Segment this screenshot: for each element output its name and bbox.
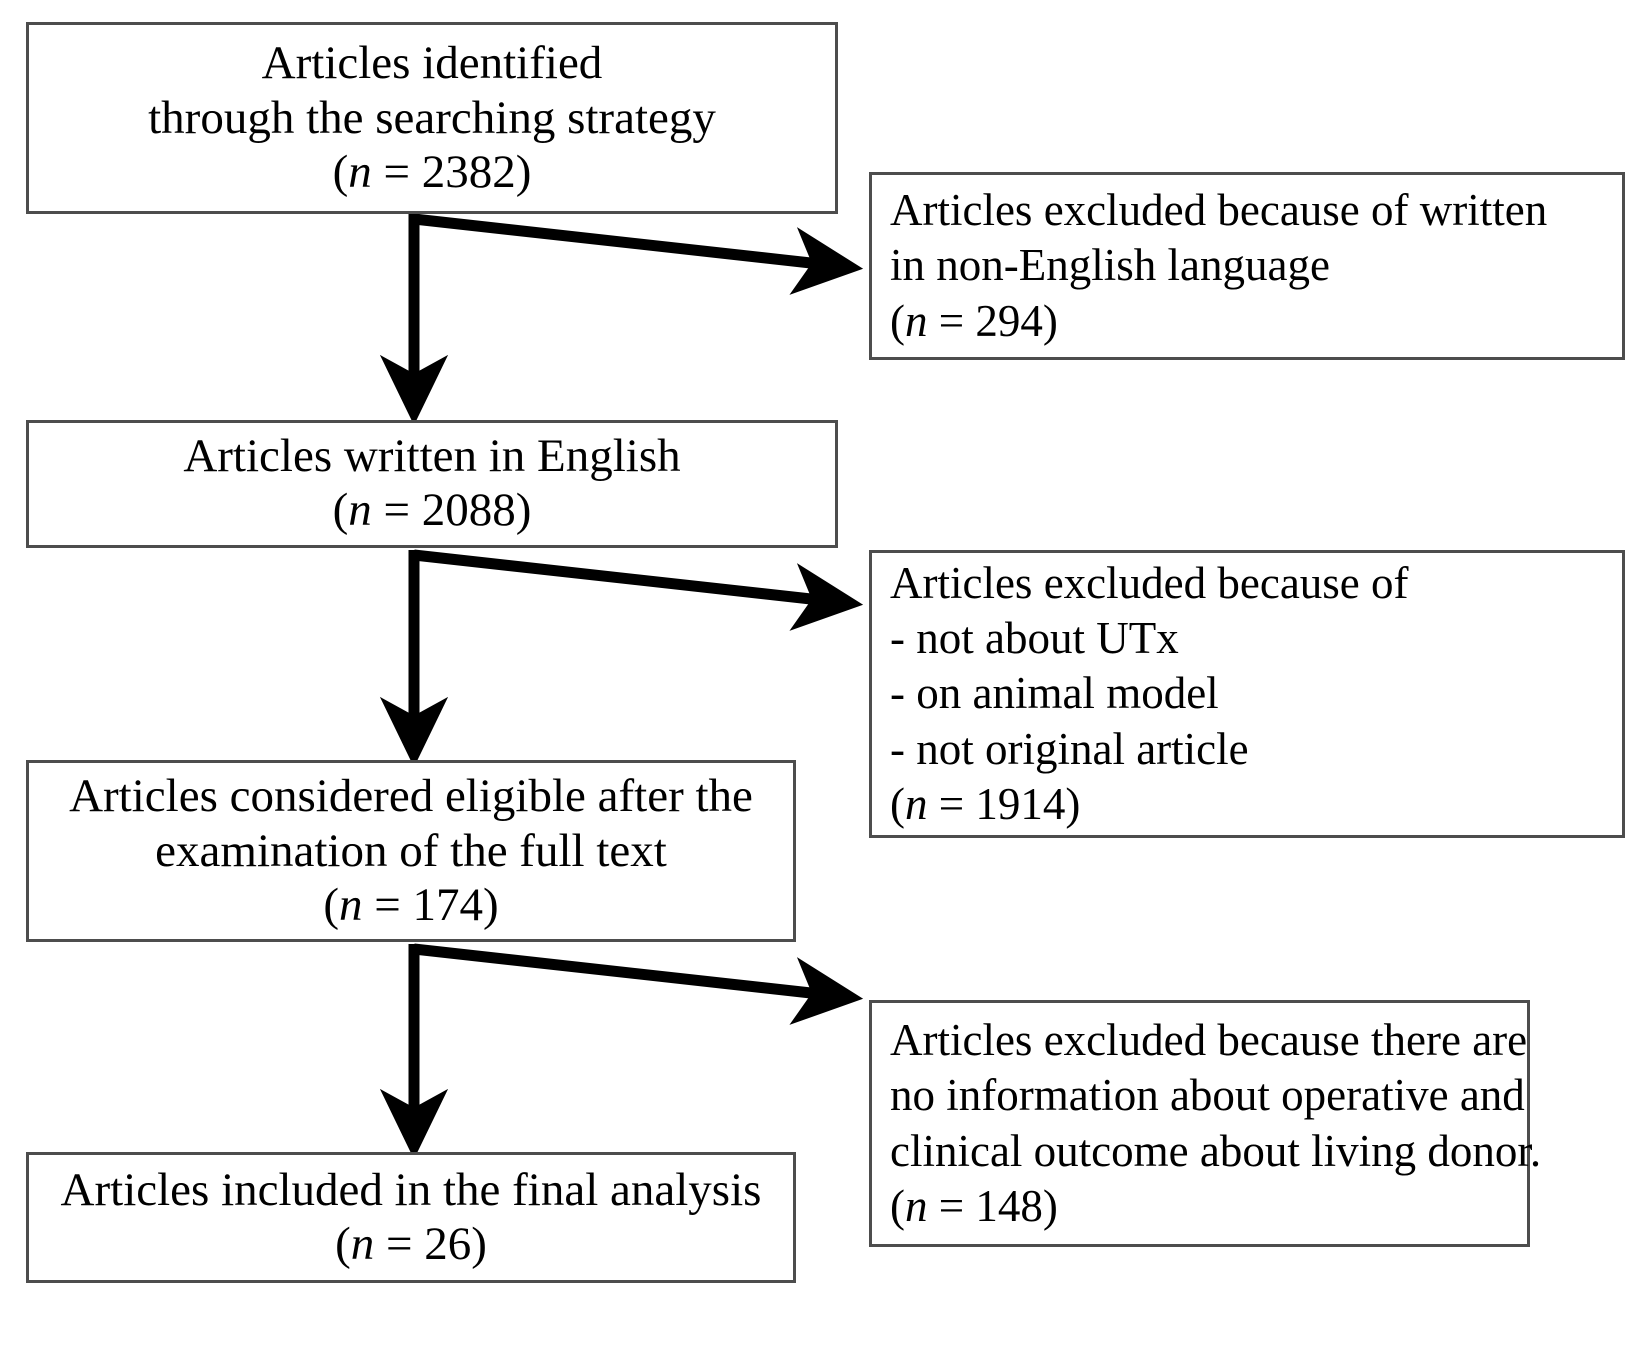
exclusion-node-line: Articles excluded because of (890, 557, 1409, 608)
flow-node-line: examination of the full text (155, 824, 667, 877)
flow-node-count: (n = 2088) (332, 484, 532, 536)
n-value: 26 (424, 1217, 472, 1270)
n-value: 294 (975, 295, 1043, 346)
exclusion-node-bullet: - not about UTx (890, 612, 1179, 663)
exclusion-node-line: Articles excluded because of written (890, 184, 1548, 235)
exclusion-node-line: no information about operative and (890, 1070, 1525, 1121)
n-symbol: n (905, 779, 928, 830)
n-symbol: n (348, 484, 372, 536)
n-value: 2088 (421, 484, 516, 536)
n-symbol: n (350, 1217, 375, 1270)
arrow-english-to-excl-topic (413, 549, 864, 631)
n-value: 148 (975, 1180, 1043, 1231)
exclusion-node-bullet: - not original article (890, 723, 1249, 774)
exclusion-node-topic-and-type: Articles excluded because of - not about… (869, 550, 1625, 838)
flow-node-articles-identified: Articles identified through the searchin… (26, 22, 838, 214)
n-symbol: n (348, 146, 372, 199)
flow-node-line: through the searching strategy (148, 91, 716, 144)
n-value: 1914 (975, 779, 1066, 830)
n-value: 2382 (421, 146, 516, 199)
flow-node-count: (n = 26) (335, 1217, 487, 1270)
flow-node-count: (n = 174) (323, 879, 499, 932)
flow-node-line: Articles identified (261, 36, 603, 89)
flow-node-count: (n = 2382) (332, 146, 532, 199)
exclusion-node-line: Articles excluded because there are (890, 1014, 1528, 1065)
exclusion-node-no-donor-outcome-info: Articles excluded because there are no i… (869, 1000, 1541, 1247)
n-symbol: n (905, 1180, 928, 1231)
exclusion-node-non-english-language: Articles excluded because of written in … (869, 172, 1625, 360)
n-symbol: n (338, 879, 363, 932)
arrow-identified-to-excl-lang (413, 213, 864, 295)
exclusion-node-line: clinical outcome about living donor. (890, 1125, 1542, 1176)
exclusion-node-count: (n = 148) (890, 1180, 1058, 1231)
flow-node-articles-written-in-english: Articles written in English (n = 2088) (26, 420, 838, 548)
flow-node-articles-included-final-analysis: Articles included in the final analysis … (26, 1152, 796, 1283)
flow-node-line: Articles included in the final analysis (60, 1163, 762, 1216)
exclusion-node-line: in non-English language (890, 240, 1330, 291)
n-value: 174 (412, 879, 484, 932)
exclusion-node-bullet: - on animal model (890, 668, 1219, 719)
flow-node-articles-considered-eligible: Articles considered eligible after the e… (26, 760, 796, 942)
arrow-eligible-to-excl-info (413, 943, 864, 1025)
n-symbol: n (905, 295, 928, 346)
exclusion-node-count: (n = 1914) (890, 779, 1081, 830)
flow-node-line: Articles considered eligible after the (69, 769, 753, 822)
flow-node-line: Articles written in English (183, 430, 681, 483)
exclusion-node-count: (n = 294) (890, 295, 1058, 346)
